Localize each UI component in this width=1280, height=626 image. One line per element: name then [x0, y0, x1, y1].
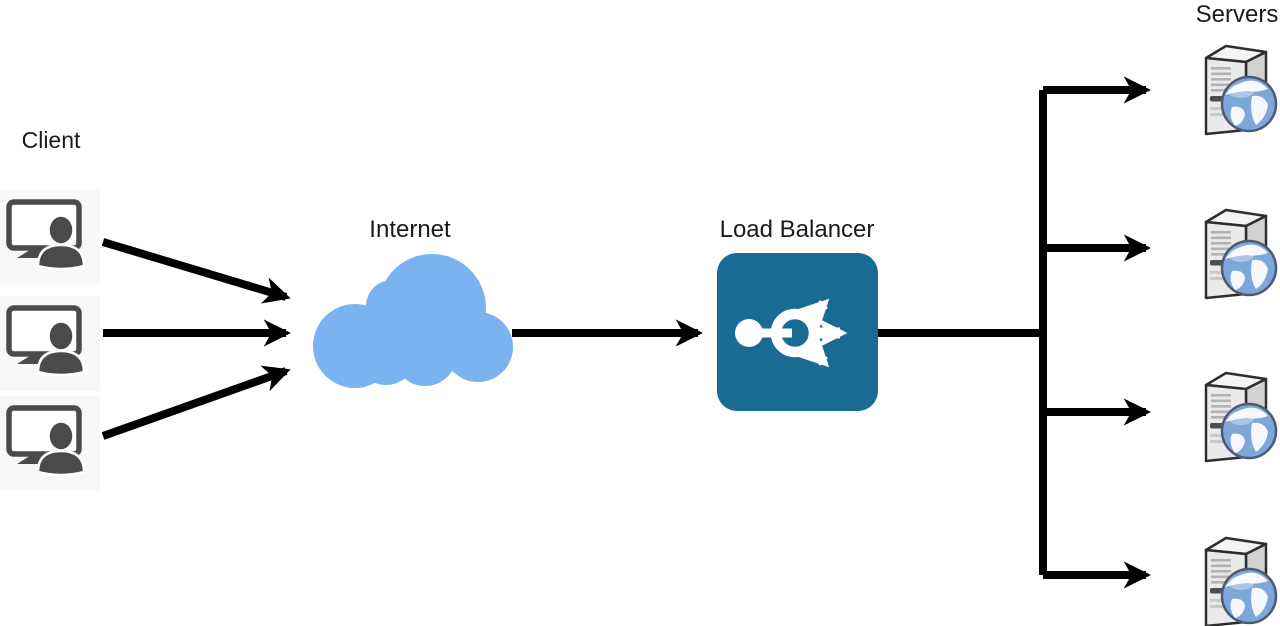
client-2-icon	[0, 296, 100, 391]
internet-label: Internet	[369, 216, 451, 243]
load-balancer-node	[717, 253, 878, 411]
server-3-icon	[1204, 371, 1278, 463]
arrow-client3-to-internet	[101, 365, 291, 440]
client-3-icon	[0, 396, 100, 491]
server-2-icon	[1204, 208, 1278, 300]
servers-label: Servers	[1196, 1, 1279, 28]
load-balancer-icon	[735, 298, 848, 368]
load-balancer-label: Load Balancer	[720, 216, 875, 243]
arrow-client1-to-internet	[101, 238, 291, 304]
client-label: Client	[22, 127, 81, 153]
server-4-icon	[1204, 536, 1278, 626]
internet-cloud	[313, 254, 513, 388]
client-1-icon	[0, 190, 100, 285]
server-1-icon	[1204, 44, 1278, 136]
